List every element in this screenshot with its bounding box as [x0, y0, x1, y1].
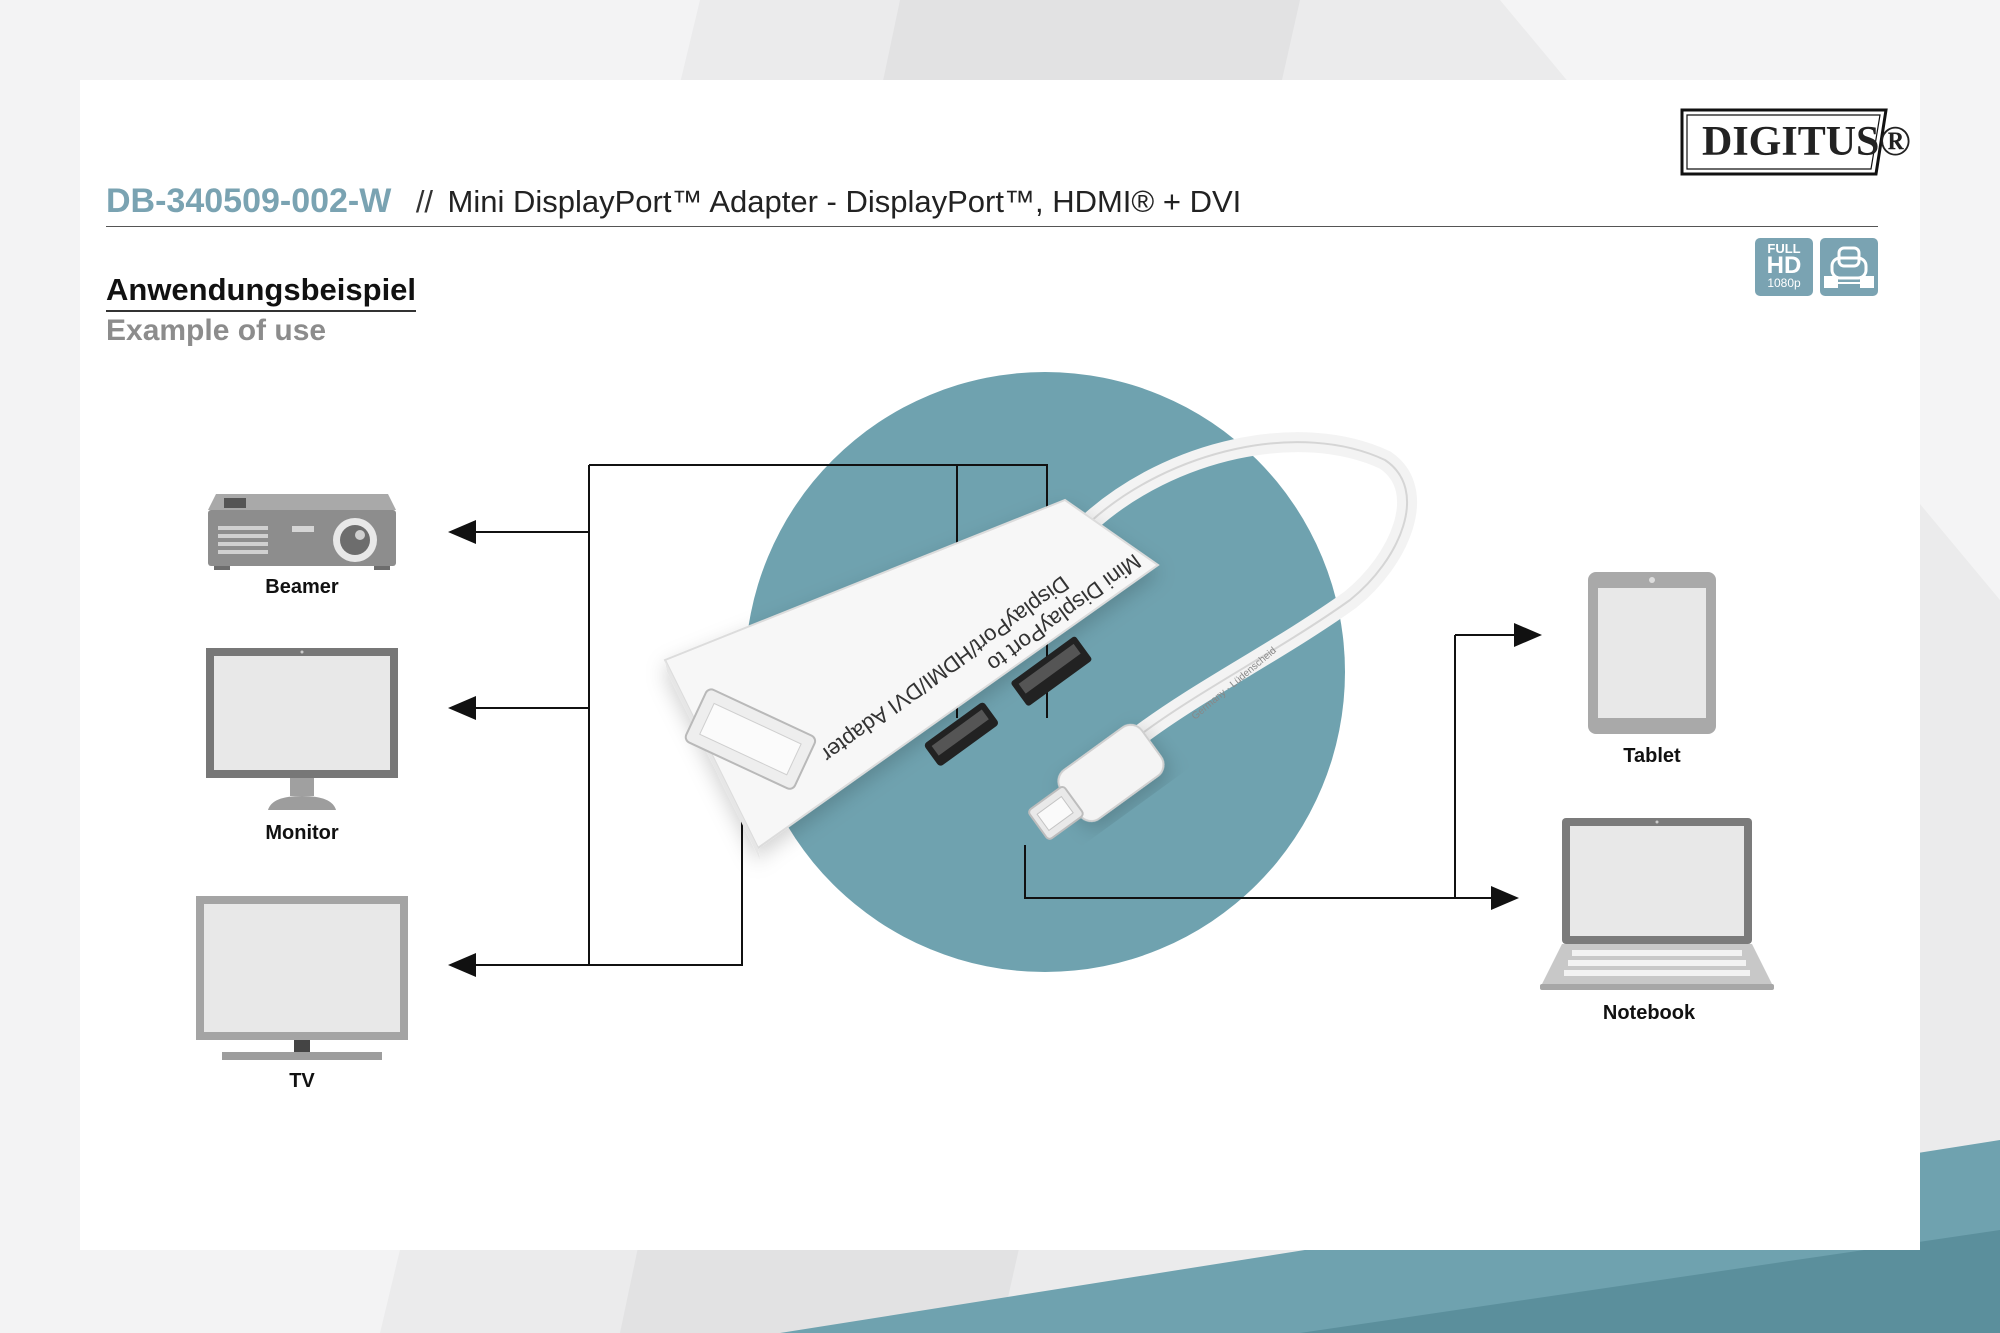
- section-heading-de: Anwendungsbeispiel: [106, 272, 417, 312]
- monitor-icon: [206, 648, 398, 810]
- device-label-notebook: Notebook: [1602, 1002, 1696, 1024]
- device-label-monitor: Monitor: [265, 822, 339, 844]
- mini-displayport-plug: [1028, 723, 1165, 840]
- badge-hd-text: HD: [1766, 252, 1802, 279]
- device-label-tablet: Tablet: [1623, 745, 1681, 767]
- projector-icon: [208, 494, 396, 570]
- section-heading-en: Example of use: [106, 314, 327, 347]
- device-label-beamer: Beamer: [265, 576, 339, 598]
- badge-full-text: FULL: [1767, 241, 1801, 256]
- hdmi-port: [924, 702, 998, 766]
- product-sku: DB-340509-002-W: [106, 182, 392, 220]
- dvi-port: [684, 688, 817, 790]
- logo-text: DIGITUS®: [1702, 119, 1911, 165]
- network-icon: [1820, 238, 1878, 296]
- full-hd-badge: FULL HD 1080p: [1755, 238, 1813, 296]
- tablet-icon: [1588, 572, 1716, 734]
- product-title: Mini DisplayPort™ Adapter - DisplayPort™…: [447, 184, 1242, 219]
- title-separator: //: [415, 184, 434, 219]
- notebook-icon: [1540, 818, 1774, 990]
- tv-icon: [196, 896, 408, 1060]
- title-row: DB-340509-002-W // Mini DisplayPort™ Ada…: [106, 182, 1878, 227]
- device-label-tv: TV: [289, 1070, 315, 1092]
- badge-resolution-text: 1080p: [1767, 276, 1801, 290]
- source-connection-lines: [1024, 623, 1542, 910]
- logo-frame: [1680, 108, 1888, 176]
- digitus-logo: DIGITUS®: [1680, 108, 1911, 176]
- displayport-port: [1011, 636, 1092, 706]
